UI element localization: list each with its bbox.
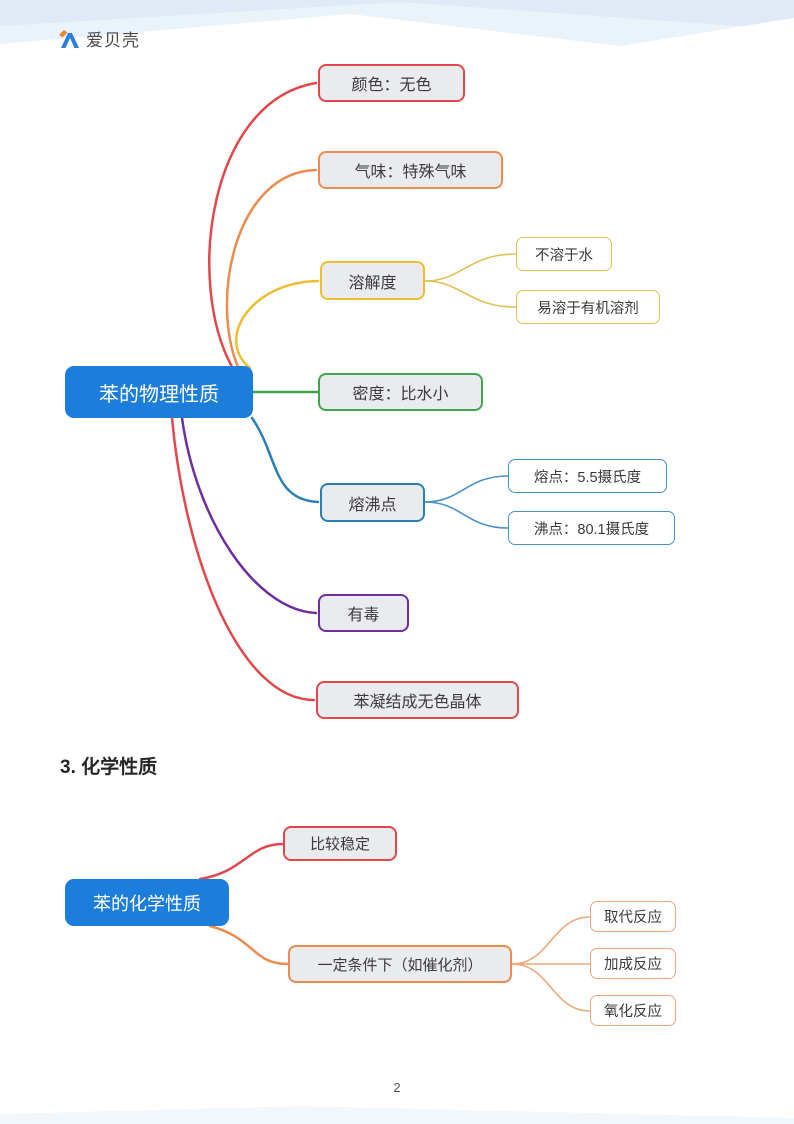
- footer-wave-decoration: [0, 1106, 794, 1124]
- node-odor: 气味：特殊气味: [318, 151, 503, 189]
- node-toxic: 有毒: [318, 594, 409, 632]
- node-melting-point: 熔点：5.5摄氏度: [508, 459, 667, 493]
- child-line-insoluble: [424, 253, 517, 282]
- root-physical-properties: 苯的物理性质: [65, 366, 253, 418]
- branch-line-solubility: [235, 279, 320, 370]
- brand-logo-text: 爱贝壳: [86, 31, 140, 50]
- node-color: 颜色：无色: [318, 64, 465, 102]
- child-line-substitution: [511, 916, 591, 965]
- branch-line-condition: [208, 924, 290, 966]
- branch-line-odor: [225, 168, 318, 369]
- node-insoluble-water: 不溶于水: [516, 237, 612, 271]
- page-number: 2: [393, 1080, 401, 1095]
- child-line-oxidation: [511, 963, 591, 1012]
- child-line-boiling-point: [424, 501, 509, 529]
- node-soluble-organic: 易溶于有机溶剂: [516, 290, 660, 324]
- branch-line-crystal: [170, 416, 316, 702]
- branch-line-melting: [250, 416, 320, 504]
- node-crystal: 苯凝结成无色晶体: [316, 681, 519, 719]
- brand-logo-icon: [59, 29, 79, 48]
- node-solubility: 溶解度: [320, 261, 425, 300]
- branch-line-color: [208, 81, 318, 369]
- node-condition-catalyst: 一定条件下（如催化剂）: [288, 945, 512, 983]
- branch-line-toxic: [180, 416, 318, 615]
- node-melting-boiling: 熔沸点: [320, 483, 425, 522]
- node-substitution-reaction: 取代反应: [590, 901, 676, 932]
- node-density: 密度：比水小: [318, 373, 483, 411]
- node-stable: 比较稳定: [283, 826, 397, 861]
- child-line-melting-point: [424, 475, 509, 503]
- child-line-organic: [424, 280, 517, 308]
- brand-logo: 爱贝壳: [57, 26, 140, 51]
- node-addition-reaction: 加成反应: [590, 948, 676, 979]
- section-heading: 3. 化学性质: [60, 757, 158, 778]
- node-oxidation-reaction: 氧化反应: [590, 995, 676, 1026]
- node-boiling-point: 沸点：80.1摄氏度: [508, 511, 675, 545]
- branch-line-stable: [198, 842, 285, 881]
- root-chemical-properties: 苯的化学性质: [65, 879, 229, 926]
